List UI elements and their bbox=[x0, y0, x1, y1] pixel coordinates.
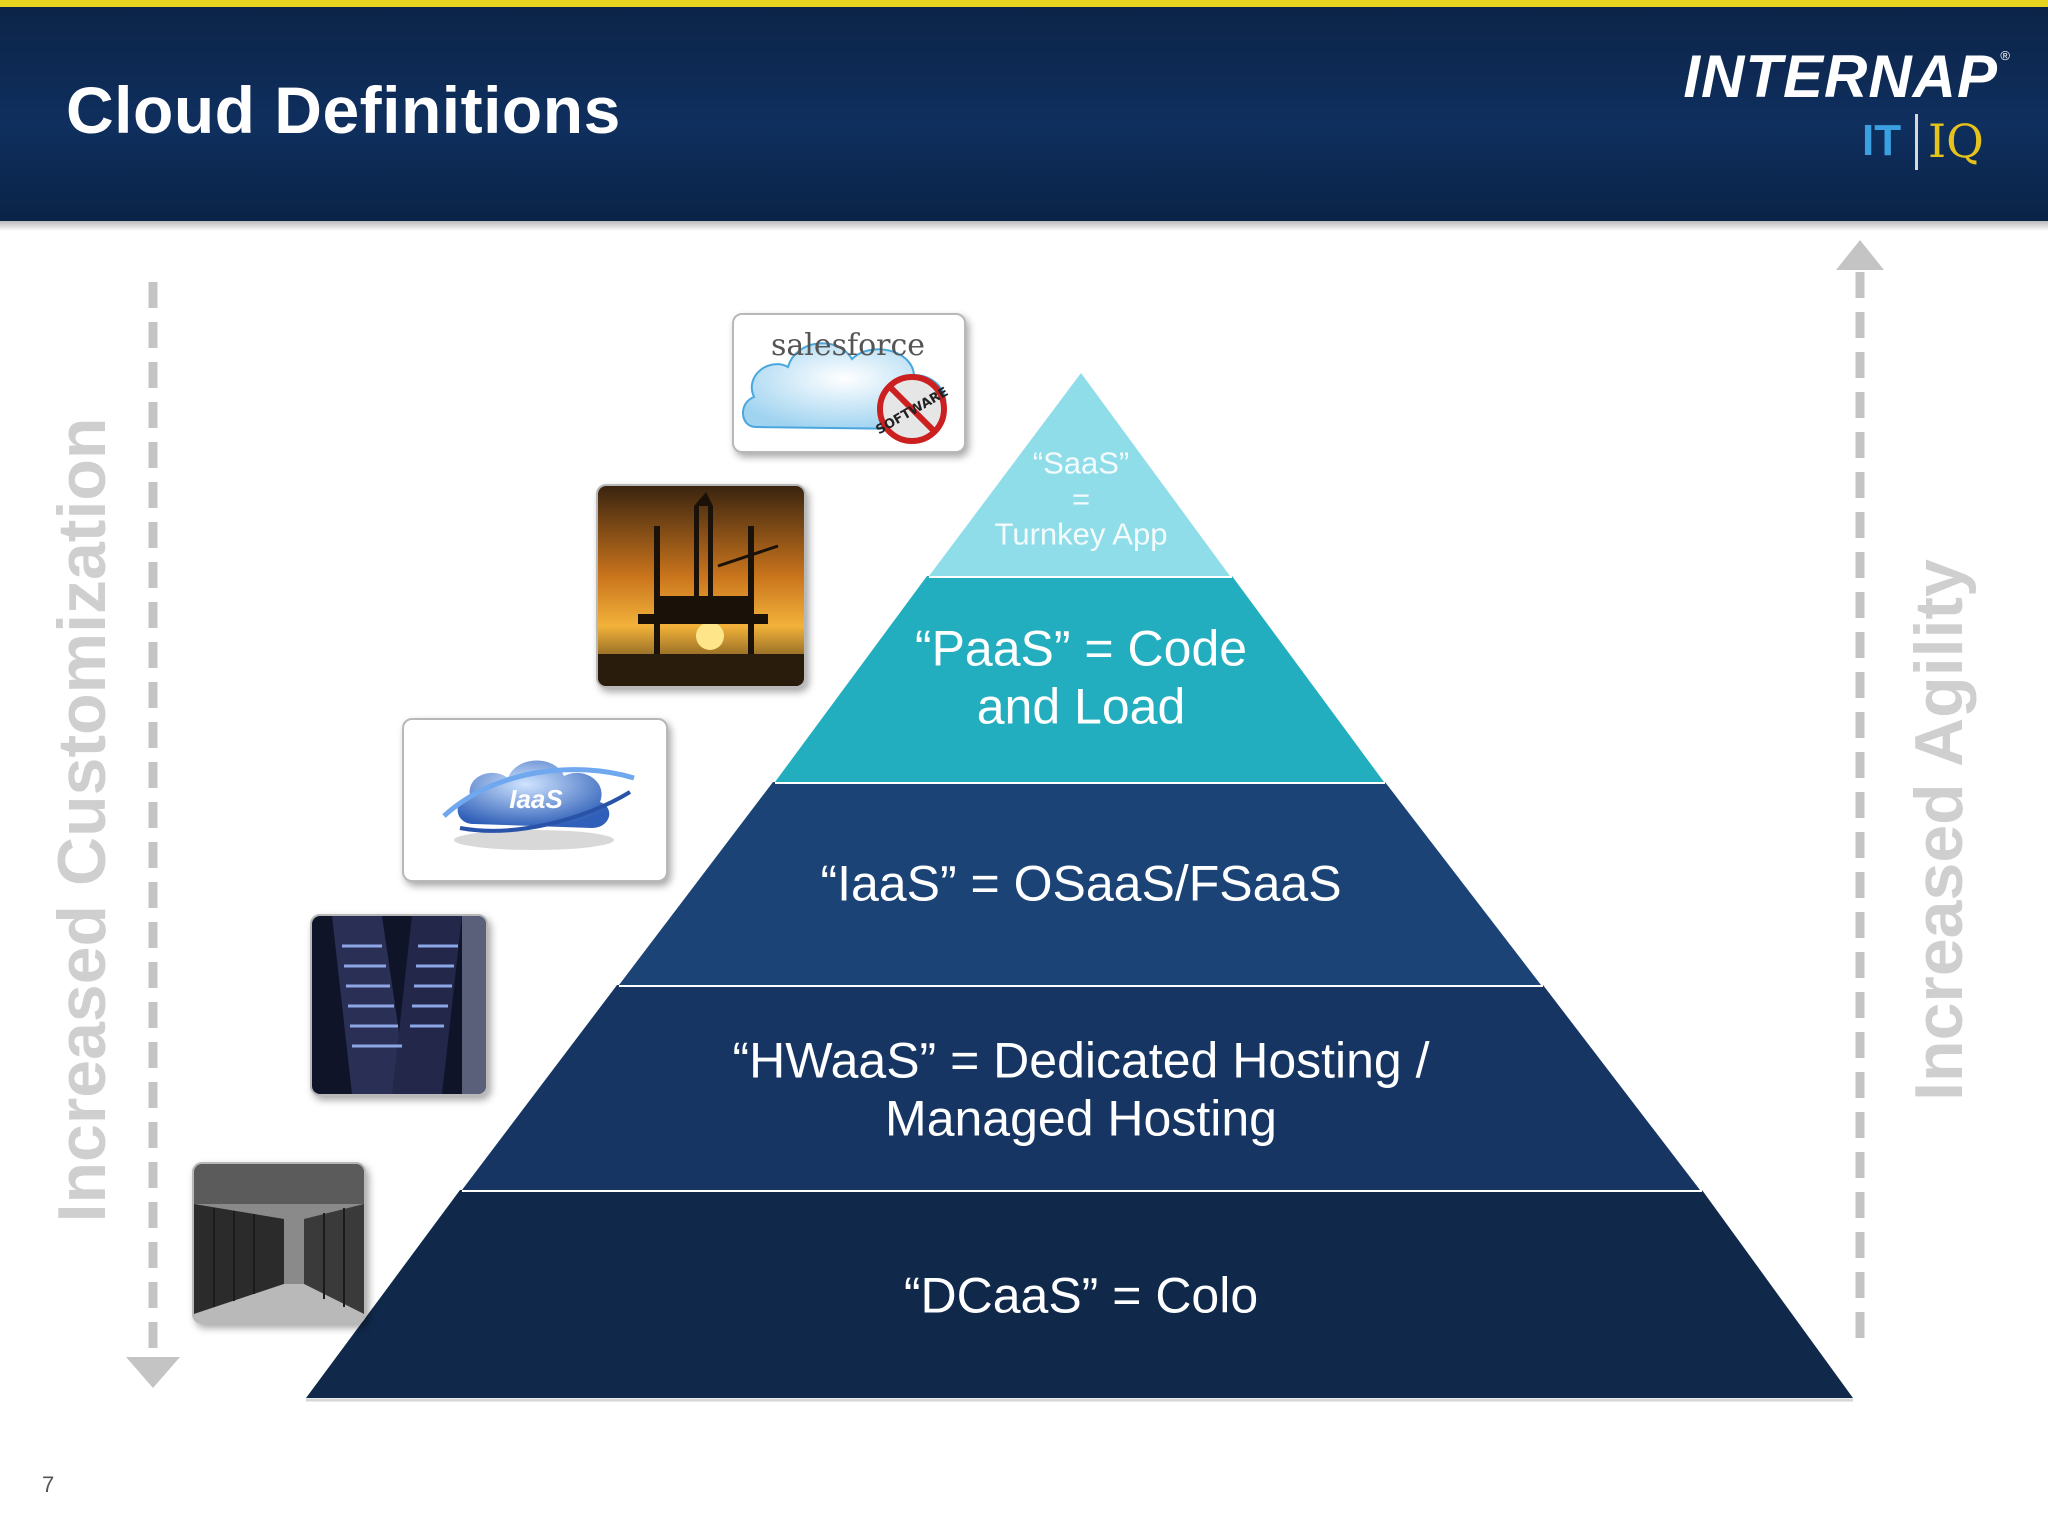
saas-layer-label: “SaaS” = Turnkey App bbox=[995, 446, 1168, 553]
oil-rig-sunset-icon bbox=[598, 486, 804, 686]
datacenter-thumbnail bbox=[192, 1162, 366, 1324]
dcaas-layer-label: “DCaaS” = Colo bbox=[904, 1267, 1258, 1325]
paas-line-1: “PaaS” = Code bbox=[915, 621, 1247, 679]
saas-line-3: Turnkey App bbox=[995, 517, 1168, 553]
iaas-thumbnail: IaaS bbox=[402, 718, 668, 882]
hwaas-line-1: “HWaaS” = Dedicated Hosting / bbox=[732, 1033, 1429, 1091]
oil-rig-thumbnail bbox=[596, 484, 806, 688]
salesforce-thumbnail: salesforce SOFTWARE bbox=[732, 313, 966, 453]
page-number: 7 bbox=[42, 1472, 54, 1498]
iaas-cloud-icon: IaaS bbox=[404, 720, 666, 880]
paas-line-2: and Load bbox=[915, 678, 1247, 736]
paas-layer-label: “PaaS” = Code and Load bbox=[915, 621, 1247, 736]
iaas-layer-label: “IaaS” = OSaaS/FSaaS bbox=[820, 855, 1341, 913]
datacenter-aisle-icon bbox=[194, 1164, 364, 1322]
server-rack-icon bbox=[312, 916, 486, 1094]
hwaas-layer-label: “HWaaS” = Dedicated Hosting / Managed Ho… bbox=[732, 1033, 1429, 1148]
saas-line-1: “SaaS” bbox=[995, 446, 1168, 482]
server-rack-thumbnail bbox=[310, 914, 488, 1096]
dcaas-line-1: “DCaaS” = Colo bbox=[904, 1267, 1258, 1325]
saas-line-2: = bbox=[995, 481, 1168, 517]
hwaas-line-2: Managed Hosting bbox=[732, 1090, 1429, 1148]
svg-text:IaaS: IaaS bbox=[509, 784, 563, 814]
svg-text:salesforce: salesforce bbox=[771, 328, 925, 363]
salesforce-cloud-icon: salesforce SOFTWARE bbox=[734, 315, 964, 451]
iaas-line-1: “IaaS” = OSaaS/FSaaS bbox=[820, 855, 1341, 913]
